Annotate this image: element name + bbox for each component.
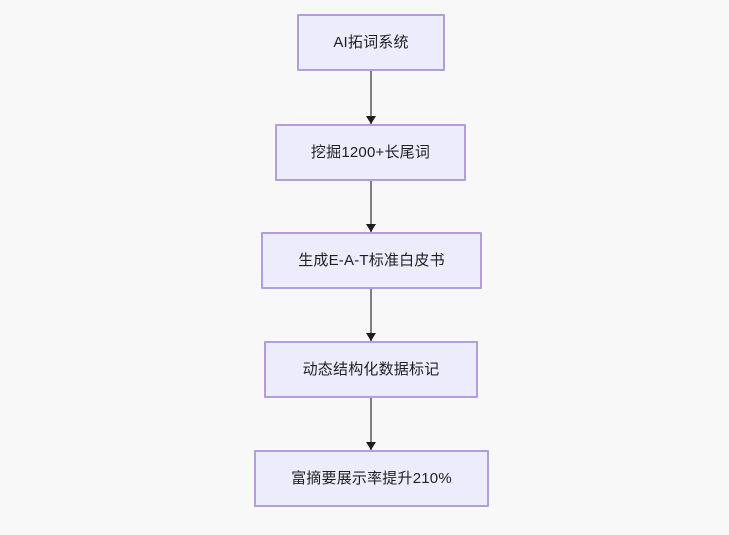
flow-node-label: 生成E-A-T标准白皮书: [298, 252, 445, 269]
flow-node-generate-eat-whitepaper[interactable]: 生成E-A-T标准白皮书: [261, 232, 482, 289]
flow-node-ai-keyword-system[interactable]: AI拓词系统: [297, 14, 445, 71]
flow-node-label: 动态结构化数据标记: [302, 361, 440, 378]
connector-n3-n4: [366, 289, 376, 341]
flow-node-label: 富摘要展示率提升210%: [291, 470, 452, 487]
flow-node-mine-longtail-keywords[interactable]: 挖掘1200+长尾词: [275, 124, 466, 181]
connector-line: [370, 181, 372, 232]
flow-node-dynamic-structured-data-markup[interactable]: 动态结构化数据标记: [264, 341, 478, 398]
arrowhead-icon: [366, 442, 376, 450]
flow-node-rich-snippet-rate-increase[interactable]: 富摘要展示率提升210%: [254, 450, 489, 507]
connector-n4-n5: [366, 398, 376, 450]
arrowhead-icon: [366, 224, 376, 232]
flow-node-label: 挖掘1200+长尾词: [310, 144, 431, 161]
arrowhead-icon: [366, 333, 376, 341]
connector-line: [370, 289, 372, 341]
connector-n1-n2: [366, 71, 376, 124]
connector-line: [370, 398, 372, 450]
flow-node-label: AI拓词系统: [333, 34, 409, 51]
connector-line: [370, 71, 372, 124]
connector-n2-n3: [366, 181, 376, 232]
arrowhead-icon: [366, 116, 376, 124]
